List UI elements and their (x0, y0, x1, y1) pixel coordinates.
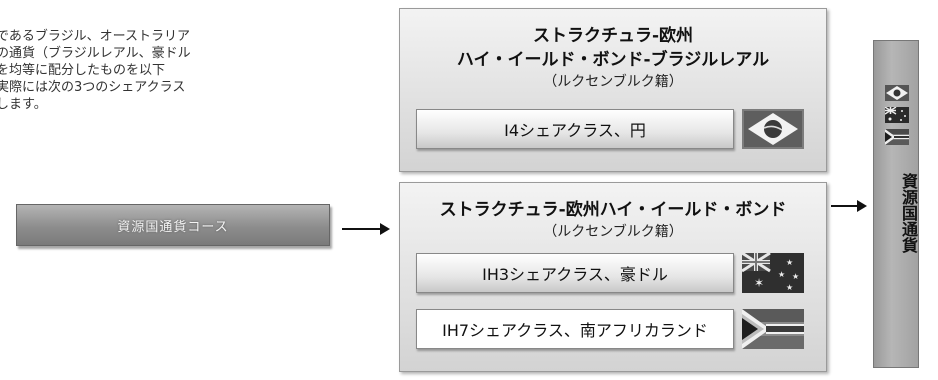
south-africa-flag-icon (885, 129, 909, 145)
intro-line: します。 (0, 97, 47, 112)
svg-text:★: ★ (786, 283, 793, 292)
fund-title-line1: ストラクチュラ-欧州 (532, 26, 694, 46)
intro-line: の通貨（ブラジルレアル、豪ドル (0, 46, 191, 61)
resource-currency-course-button[interactable]: 資源国通貨コース (16, 204, 330, 246)
fund-title: ストラクチュラ-欧州ハイ・イールド・ボンド (439, 200, 787, 220)
australia-flag-icon: ✶ ★ ★ ★ ★ (741, 251, 804, 293)
svg-text:✶: ✶ (754, 276, 764, 290)
resource-currency-box: 資源国通貨 (873, 40, 919, 368)
south-africa-flag-icon (742, 309, 804, 349)
intro-line: であるブラジル、オーストラリア (0, 29, 190, 44)
intro-line: 実際には次の3つのシェアクラス (0, 80, 186, 95)
resource-currency-label: 資源国通貨 (899, 173, 918, 253)
fund-domicile: （ルクセンブルク籍） (543, 224, 683, 240)
fund-domicile: （ルクセンブルク籍） (543, 74, 683, 90)
brazil-flag-icon (742, 109, 804, 149)
share-class-ih3: IH3シェアクラス、豪ドル (416, 253, 734, 293)
australia-flag-icon (884, 106, 909, 123)
flow-arrow-left (342, 222, 390, 236)
intro-text: であるブラジル、オーストラリア の通貨（ブラジルレアル、豪ドル を均等に配分した… (0, 28, 300, 113)
svg-text:★: ★ (778, 270, 785, 279)
brazil-flag-icon (885, 85, 909, 101)
fund-panel-high-yield: ストラクチュラ-欧州ハイ・イールド・ボンド （ルクセンブルク籍） IH3シェアク… (399, 182, 827, 372)
intro-line: を均等に配分したものを以下 (0, 63, 166, 78)
fund-panel-brazil: ストラクチュラ-欧州 ハイ・イールド・ボンド-ブラジルレアル （ルクセンブルク籍… (399, 8, 827, 172)
svg-text:★: ★ (792, 272, 799, 281)
share-class-i4: I4シェアクラス、円 (416, 109, 734, 149)
flow-arrow-right (831, 199, 867, 213)
svg-text:★: ★ (786, 258, 793, 267)
fund-title-line2: ハイ・イールド・ボンド-ブラジルレアル (456, 50, 770, 70)
share-class-ih7: IH7シェアクラス、南アフリカランド (416, 309, 734, 349)
